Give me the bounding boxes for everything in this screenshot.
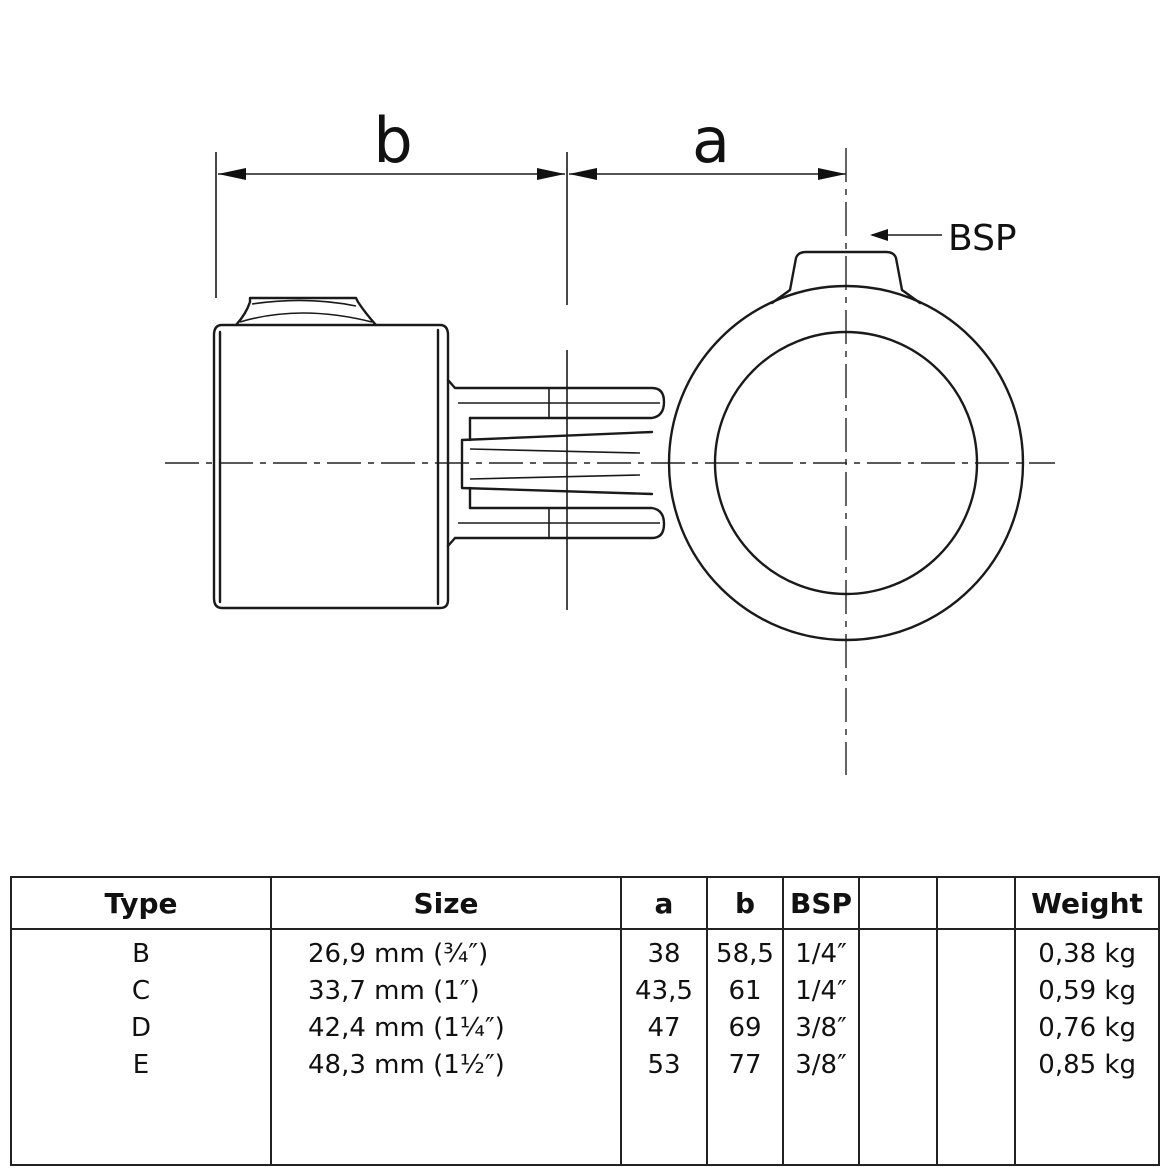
header-bsp: BSP: [784, 878, 858, 930]
table-cell: 1/4″: [795, 976, 847, 1006]
header-size: Size: [272, 878, 620, 930]
table-cell: 58,5: [716, 939, 774, 969]
column-type: Type B C D E: [12, 878, 272, 1164]
table-cell: 47: [647, 1013, 681, 1043]
table-cell: 61: [728, 976, 762, 1006]
table-cell: D: [130, 1013, 152, 1043]
header-blank-2: [938, 878, 1014, 930]
column-a: a 38 43,5 47 53: [622, 878, 708, 1164]
table-cell: 26,9 mm (¾″): [308, 939, 489, 969]
table-cell: 53: [647, 1050, 681, 1080]
header-blank-1: [860, 878, 936, 930]
table-cell: 0,76 kg: [1038, 1013, 1136, 1043]
table-cell: 69: [728, 1013, 762, 1043]
column-size: Size 26,9 mm (¾″) 33,7 mm (1″) 42,4 mm (…: [272, 878, 622, 1164]
dimension-a: a: [569, 104, 846, 180]
column-weight: Weight 0,38 kg 0,59 kg 0,76 kg 0,85 kg: [1016, 878, 1158, 1164]
fitting-side-view: [212, 296, 666, 610]
column-b: b 58,5 61 69 77: [708, 878, 784, 1164]
table-cell: 77: [728, 1050, 762, 1080]
table-cell: C: [131, 976, 151, 1006]
column-bsp: BSP 1/4″ 1/4″ 3/8″ 3/8″: [784, 878, 860, 1164]
table-cell: 3/8″: [795, 1013, 847, 1043]
table-cell: 38: [647, 939, 681, 969]
table-cell: 0,85 kg: [1038, 1050, 1136, 1080]
table-cell: 0,38 kg: [1038, 939, 1136, 969]
header-b: b: [708, 878, 782, 930]
table-cell: 43,5: [635, 976, 693, 1006]
header-weight: Weight: [1016, 878, 1158, 930]
header-a: a: [622, 878, 706, 930]
table-cell: 48,3 mm (1½″): [308, 1050, 505, 1080]
table-cell: 3/8″: [795, 1050, 847, 1080]
table-cell: 33,7 mm (1″): [308, 976, 480, 1006]
fitting-end-view: [667, 250, 1025, 642]
column-blank-2: [938, 878, 1016, 1164]
table-cell: E: [132, 1050, 150, 1080]
table-cell: 1/4″: [795, 939, 847, 969]
dimension-b: b: [218, 104, 565, 180]
technical-drawing: b a BSP: [165, 104, 1055, 775]
spec-table: Type B C D E Size 26,9 mm (¾″) 33,7 mm (…: [10, 876, 1160, 1166]
table-cell: B: [132, 939, 150, 969]
table-cell: 0,59 kg: [1038, 976, 1136, 1006]
bsp-label: BSP: [948, 218, 1017, 259]
dimension-a-label: a: [692, 104, 730, 177]
bsp-callout: BSP: [870, 218, 1017, 259]
column-blank-1: [860, 878, 938, 1164]
header-type: Type: [12, 878, 270, 930]
dimension-b-label: b: [373, 104, 412, 177]
table-cell: 42,4 mm (1¼″): [308, 1013, 505, 1043]
